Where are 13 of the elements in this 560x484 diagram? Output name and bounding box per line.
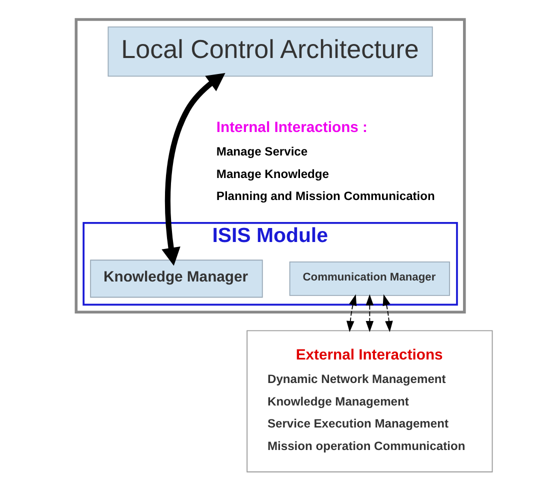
label: Planning and Mission Communication bbox=[216, 189, 434, 204]
arrow bbox=[382, 294, 392, 332]
node-box: Local Control Architecture bbox=[107, 26, 432, 77]
arrow bbox=[365, 294, 374, 332]
arrow bbox=[161, 72, 225, 266]
node-box: Communication Manager bbox=[288, 262, 450, 296]
label: Internal Interactions : bbox=[216, 120, 368, 136]
label: Manage Service bbox=[216, 144, 308, 159]
node-box: Knowledge Manager bbox=[90, 260, 262, 298]
cluster bbox=[74, 18, 466, 314]
arrow bbox=[346, 294, 356, 332]
label: Manage Knowledge bbox=[216, 166, 329, 181]
node-box: External Interactions Dynamic Network Management Knowledge Management Service Execution Management Mission operation Communication bbox=[246, 330, 492, 472]
